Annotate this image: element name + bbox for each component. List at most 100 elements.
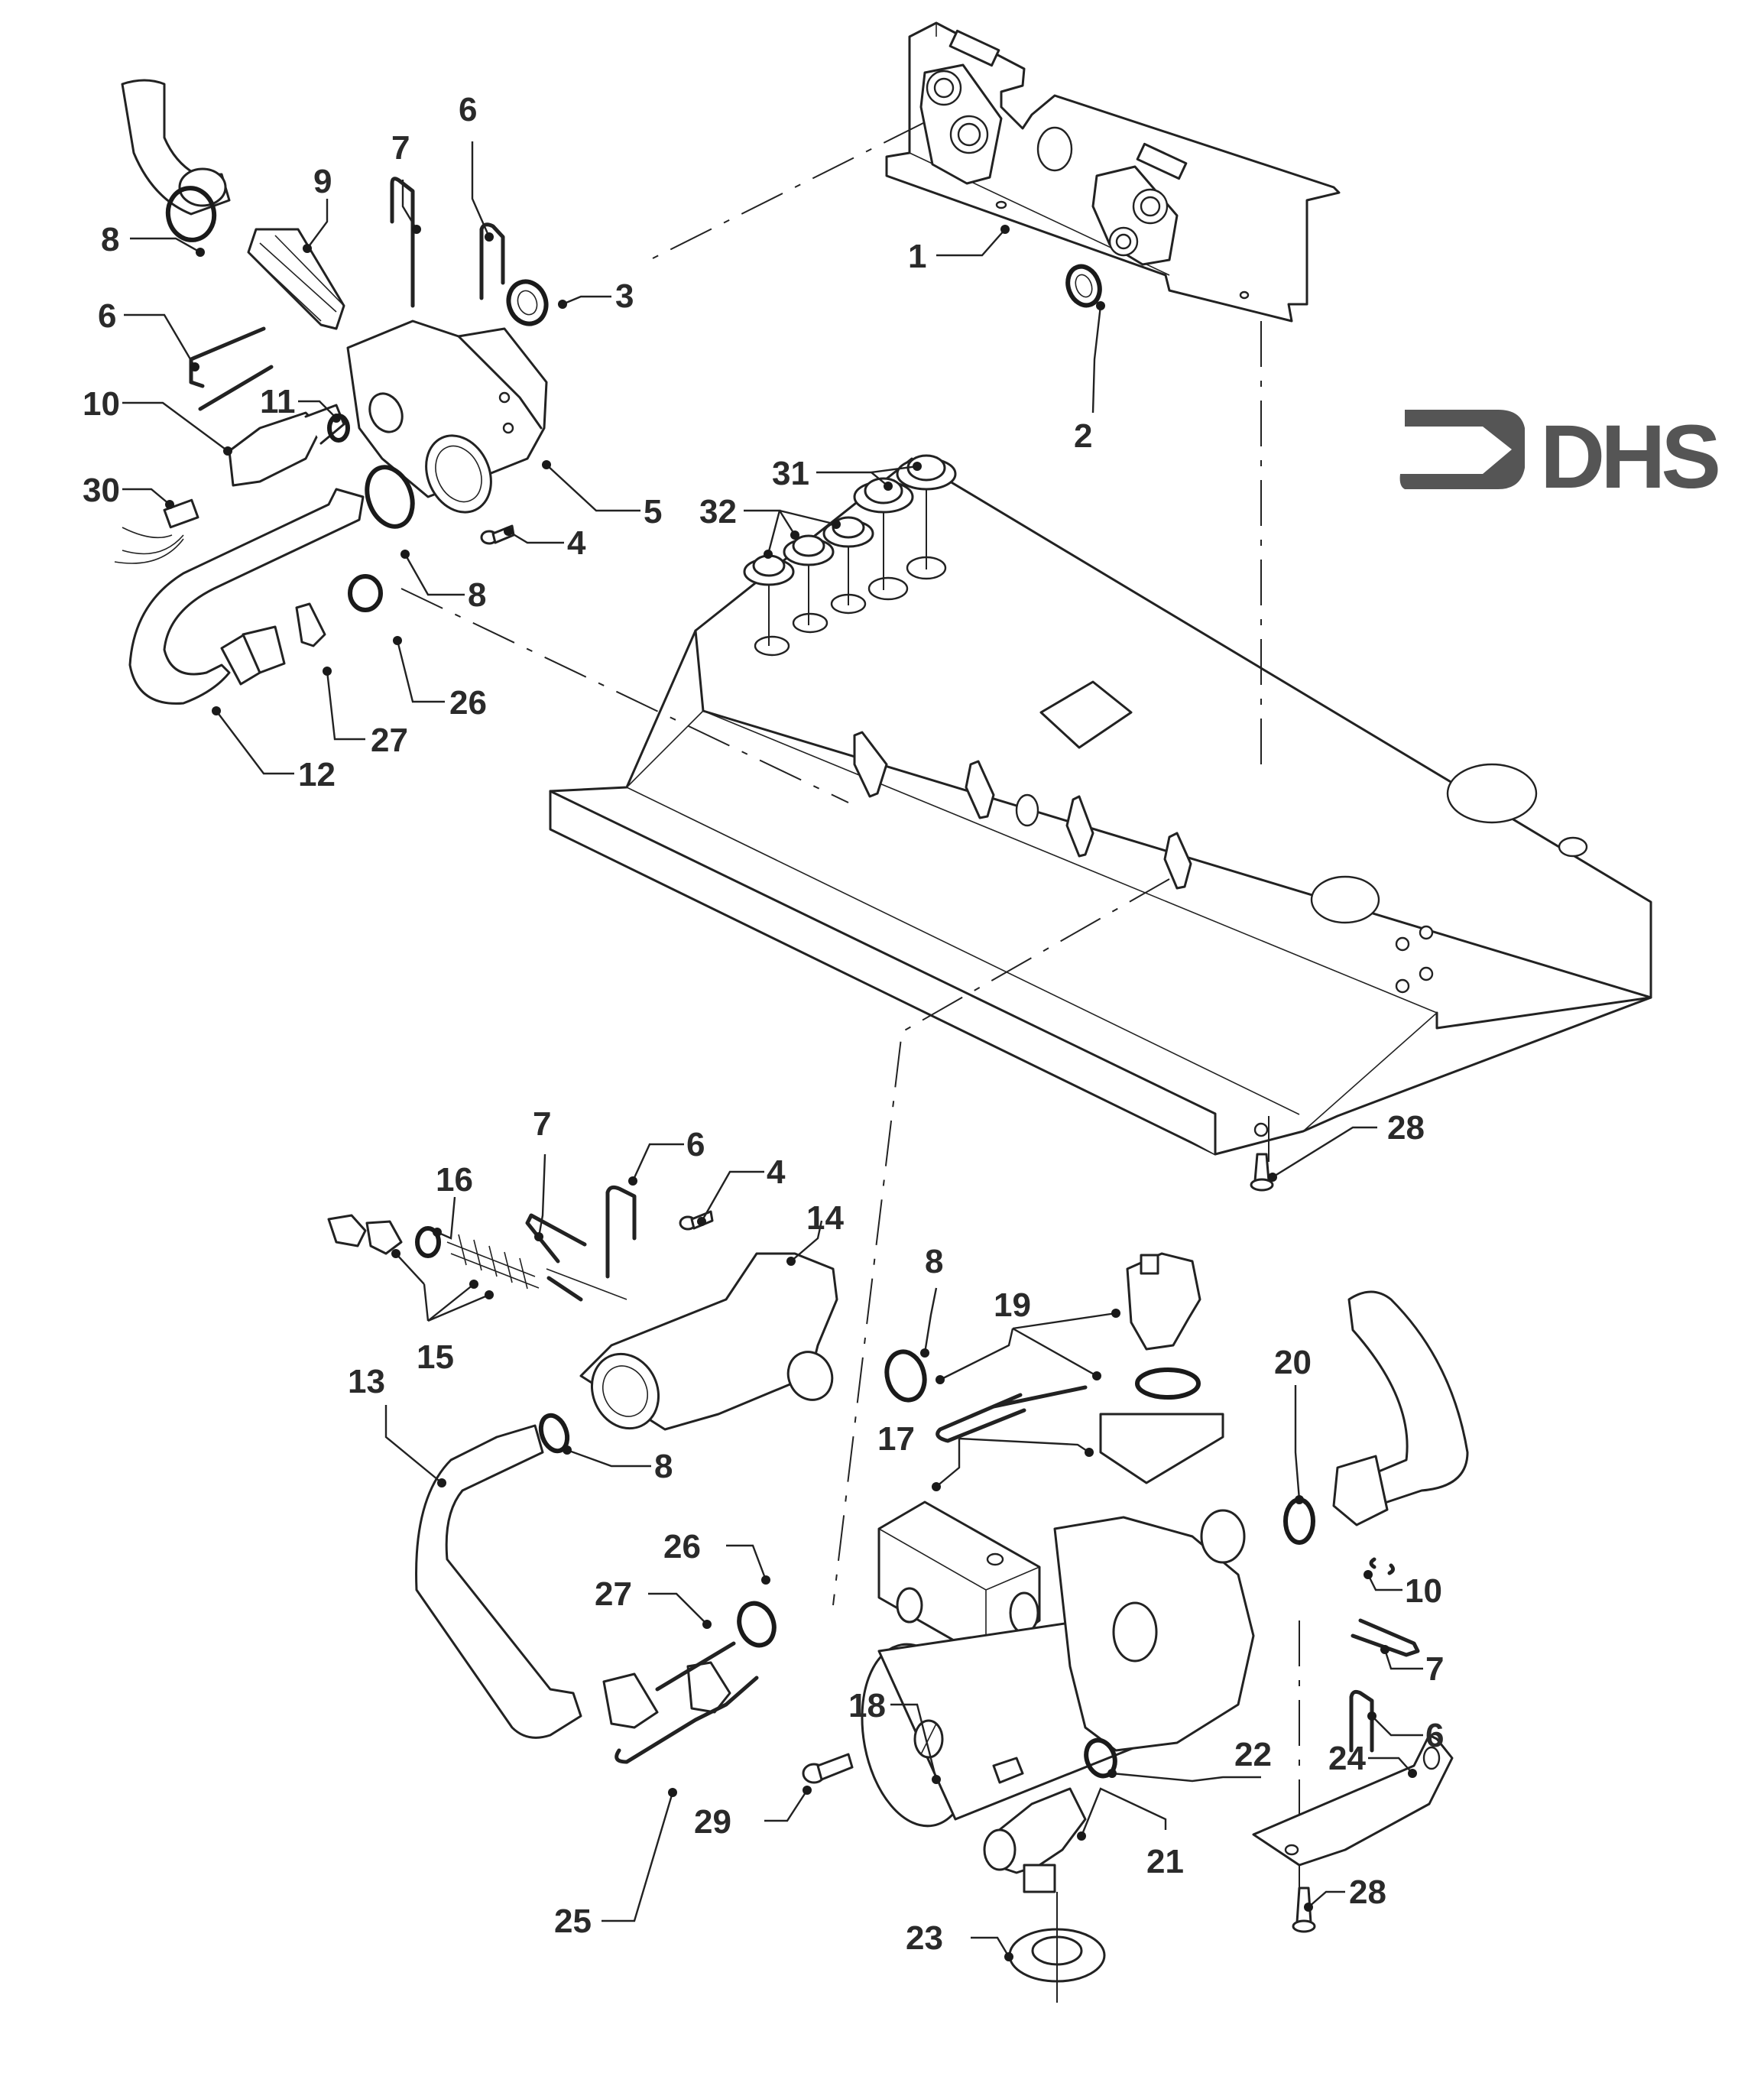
part-8-ring-upper-a [165,186,217,242]
chassis-square-opening [1039,680,1133,749]
callout-23: 23 [906,1919,943,1957]
axis-upper-left [649,122,926,261]
callout-8-a: 8 [101,221,119,258]
callout-4-lower: 4 [767,1153,786,1191]
callout-17: 17 [877,1420,915,1458]
callout-26-upper: 26 [449,684,487,722]
part-1-mounting-bracket [885,21,1341,323]
part-22-o-ring [1084,1737,1117,1779]
pump-bolt [992,1757,1024,1784]
axis-tray-pump [832,878,1170,1606]
callout-19: 19 [994,1286,1031,1324]
axis-tray-left [400,588,849,803]
part-3-seal [506,279,549,326]
part-29-screw [802,1753,854,1784]
callout-6-top: 6 [459,91,477,128]
callout-leaders [122,141,1423,1961]
part-27-locknut-lower [686,1661,731,1714]
callout-3: 3 [615,277,634,315]
callout-6-left: 6 [98,297,116,335]
callout-4-upper: 4 [567,524,586,562]
hose-top-left [121,79,231,216]
callout-11: 11 [260,383,296,420]
part-26-washer-upper [348,574,383,612]
callout-14: 14 [806,1199,844,1237]
part-30-connector [114,498,199,564]
part-7-clip-upper [390,177,415,308]
part-9-filter [247,228,345,330]
part-6-clip-lower-right [1349,1689,1374,1753]
part-4-screw-lower [679,1210,714,1231]
pump-outlet-port [1200,1509,1246,1564]
callout-8-d: 8 [925,1243,943,1280]
callout-16: 16 [436,1161,473,1199]
pump-volute [1053,1516,1255,1752]
part-23-washer [1008,1892,1106,2003]
callout-12: 12 [298,756,336,793]
pump-top-port [1099,1413,1224,1484]
part-25-clip [614,1641,759,1764]
part-19-clip [936,1385,1088,1443]
part-14-valve-body [579,1252,838,1431]
part-12-pipe [128,488,365,705]
callout-27-upper: 27 [371,722,408,759]
callout-29: 29 [694,1803,731,1841]
part-18-pump-motor [861,1619,1148,1828]
dhs-logo: DHS [1399,407,1723,508]
callout-7-lower-right: 7 [1425,1650,1444,1688]
part-8-ring-upper-b [365,465,415,529]
chassis-tray [549,457,1652,1156]
callout-28-lower: 28 [1349,1873,1386,1911]
part-2-seal [1065,264,1102,308]
part-28-screw-lower [1292,1886,1316,1933]
callout-28-upper: 28 [1387,1109,1425,1147]
part-13-pipe [415,1424,659,1739]
callout-15: 15 [417,1338,454,1376]
callout-32: 32 [699,493,737,530]
callout-26-lower: 26 [663,1528,701,1565]
callout-labels: 1 2 3 4 4 5 6 6 6 6 7 7 7 8 8 8 8 9 10 1… [83,91,1444,1957]
callout-24: 24 [1328,1740,1366,1777]
part-7-clip-lower [525,1213,587,1302]
callout-10-lower: 10 [1405,1572,1442,1610]
callout-21: 21 [1146,1843,1184,1880]
callout-6-lower: 6 [686,1126,705,1163]
callout-10-upper: 10 [83,385,120,423]
part-19-o-ring [1135,1367,1201,1400]
part-6-clip-left [189,326,274,411]
callout-22: 22 [1234,1736,1272,1773]
part-8-ring-lower-b [884,1349,927,1403]
part-6-clip-upper [479,222,505,300]
callout-7-top: 7 [391,129,410,167]
callout-5: 5 [644,493,662,530]
callout-20: 20 [1274,1344,1312,1381]
part-20-o-ring [1283,1497,1315,1545]
callout-31: 31 [772,455,809,492]
callout-9: 9 [313,163,332,200]
hose-right [1332,1290,1469,1526]
part-17-pump-head [877,1500,1041,1660]
callout-30: 30 [83,472,120,509]
dhs-arrow-mark [1399,410,1525,489]
part-26-washer-lower [737,1601,777,1648]
part-32-gaskets [743,516,874,646]
callout-1: 1 [908,238,926,275]
part-10-clip-lower [1369,1557,1396,1575]
part-15-spring-assembly [327,1214,627,1300]
part-19-auto-air-vent [936,1252,1201,1443]
part-6-clip-lower [605,1185,637,1279]
part-21-drain-valve [983,1787,1087,1893]
part-24-bracket [1252,1734,1454,1867]
callout-8-b: 8 [468,576,486,614]
callout-8-c: 8 [654,1448,673,1485]
callout-13: 13 [348,1363,385,1400]
callout-25: 25 [554,1903,592,1940]
part-27-locknut-upper [295,602,326,647]
callout-18: 18 [848,1687,886,1724]
part-5-valve-manifold [346,320,548,514]
callout-7-lower: 7 [533,1105,551,1143]
dhs-logo-text: DHS [1540,407,1718,508]
part-28-screw-upper [1250,1153,1274,1192]
callout-2: 2 [1074,417,1092,455]
